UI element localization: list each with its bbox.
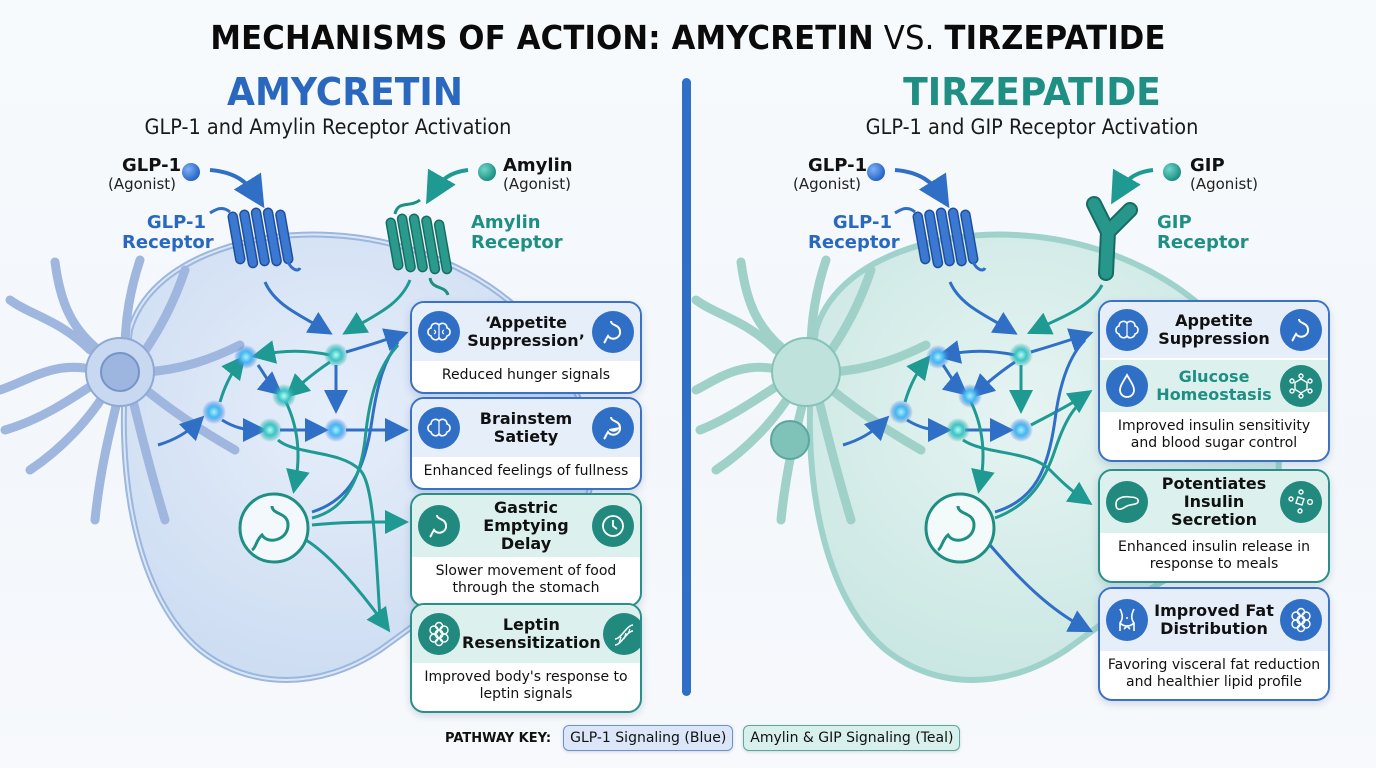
gip-agonist-ball [1163,163,1181,181]
stomach-icon [1280,309,1322,351]
receptor-line1: GIP [1157,212,1192,233]
brain-icon [418,311,460,353]
signaling-network-left [157,279,412,633]
receptor-line1: GLP-1 [832,212,892,233]
gip-binding-arrow [1111,168,1154,205]
gip-receptor-icon [1086,196,1138,281]
title-prefix: MECHANISMS OF ACTION: AMYCRETIN [210,18,874,57]
molecule-icon [1280,481,1322,523]
amylin-agonist-sub: (Agonist) [503,175,572,193]
glp1-agonist-sub: (Agonist) [793,175,862,193]
card-title: Appetite Suppression [1158,311,1270,348]
card-title: Leptin Resensitization [462,615,601,652]
waist-icon [1106,599,1148,641]
amylin-receptor-icon [385,198,453,296]
center-divider [682,78,691,696]
card-gastric-emptying-delay: Gastric Emptying Delay Slower movement o… [410,493,642,607]
card-fat-distribution: Improved Fat Distribution Favoring visce… [1098,587,1330,701]
key-chip-amylin-gip: Amylin & GIP Signaling (Teal) [743,725,961,751]
molecule-icon [1280,365,1322,407]
clock-icon [592,505,634,547]
glp1-receptor-icon [894,206,987,272]
glp1-agonist-ball [182,163,200,181]
droplet-icon [1106,365,1148,407]
pancreas-icon [1106,481,1148,523]
amycretin-title: AMYCRETIN [227,70,463,114]
key-label: PATHWAY KEY: [445,730,552,746]
stomach-full-icon [592,407,634,449]
card-body: Enhanced feelings of fullness [423,463,629,479]
dna-icon [602,613,640,655]
receptor-line1: Amylin [471,212,541,233]
pathway-key: PATHWAY KEY: GLP-1 Signaling (Blue) Amyl… [445,725,961,751]
glp1-agonist-ball [867,163,885,181]
card-body: Reduced hunger signals [441,367,611,383]
amylin-binding-arrow [426,168,469,205]
stomach-node-icon [924,492,996,564]
receptor-line1: GLP-1 [146,212,206,233]
glp1-agonist-sub: (Agonist) [108,175,177,193]
card-brainstem-satiety: Brainstem Satiety Enhanced feelings of f… [410,397,642,490]
card-body: Slower movement of food through the stom… [435,563,617,596]
amylin-agonist-label: Amylin [503,155,573,176]
glp1-binding-arrow [209,168,265,209]
glp1-agonist-label: GLP-1 [808,155,868,176]
card-insulin-secretion: Potentiates Insulin Secretion Enhanced i… [1098,469,1330,583]
glp1-agonist-label: GLP-1 [122,155,182,176]
stomach-icon [592,311,634,353]
gip-agonist-sub: (Agonist) [1190,175,1259,193]
card-body: Favoring visceral fat reduction and heal… [1107,657,1321,690]
title-vs: VS. [873,18,945,57]
card-title: Brainstem Satiety [479,409,573,446]
card-body: Improved insulin sensitivity and blood s… [1117,418,1311,451]
receptor-line2: Receptor [122,232,214,253]
main-title: MECHANISMS OF ACTION: AMYCRETIN VS. TIRZ… [48,18,1328,57]
amycretin-subtitle: GLP-1 and Amylin Receptor Activation [144,115,512,139]
card-title: Gastric Emptying Delay [483,498,569,553]
card-body: Improved body's response to leptin signa… [424,669,628,702]
card-appetite-glucose: Appetite Suppression Glucose Homeostasis… [1098,300,1330,462]
card-body: Enhanced insulin release in response to … [1118,539,1310,572]
brain-icon [418,407,460,449]
tirzepatide-subtitle: GLP-1 and GIP Receptor Activation [865,115,1199,139]
key-chip-glp1: GLP-1 Signaling (Blue) [563,725,734,751]
card-appetite-suppression: ‘Appetite Suppression’ Reduced hunger si… [410,301,642,394]
brain-icon [1106,309,1148,351]
card-leptin-resensitization: Leptin Resensitization Improved body's r… [410,603,642,713]
stomach-node-icon [238,492,310,564]
card-title: ‘Appetite Suppression’ [467,313,585,350]
neuron-icon [0,255,245,525]
signaling-network-right [842,281,1104,633]
receptor-line2: Receptor [808,232,900,253]
gip-agonist-label: GIP [1190,155,1225,176]
receptor-line2: Receptor [1157,232,1249,253]
card-title: Improved Fat Distribution [1154,601,1274,638]
tirzepatide-title: TIRZEPATIDE [903,70,1161,114]
fat-cell-icon [418,613,460,655]
receptor-line2: Receptor [471,232,563,253]
card-subtitle: Glucose Homeostasis [1156,367,1272,404]
fat-cell-icon [1280,599,1322,641]
glp1-binding-arrow [894,168,950,209]
glp1-receptor-icon [209,206,302,272]
amylin-agonist-ball [478,163,496,181]
card-title: Potentiates Insulin Secretion [1161,474,1267,529]
title-suffix: TIRZEPATIDE [944,18,1166,57]
stomach-icon [418,505,460,547]
